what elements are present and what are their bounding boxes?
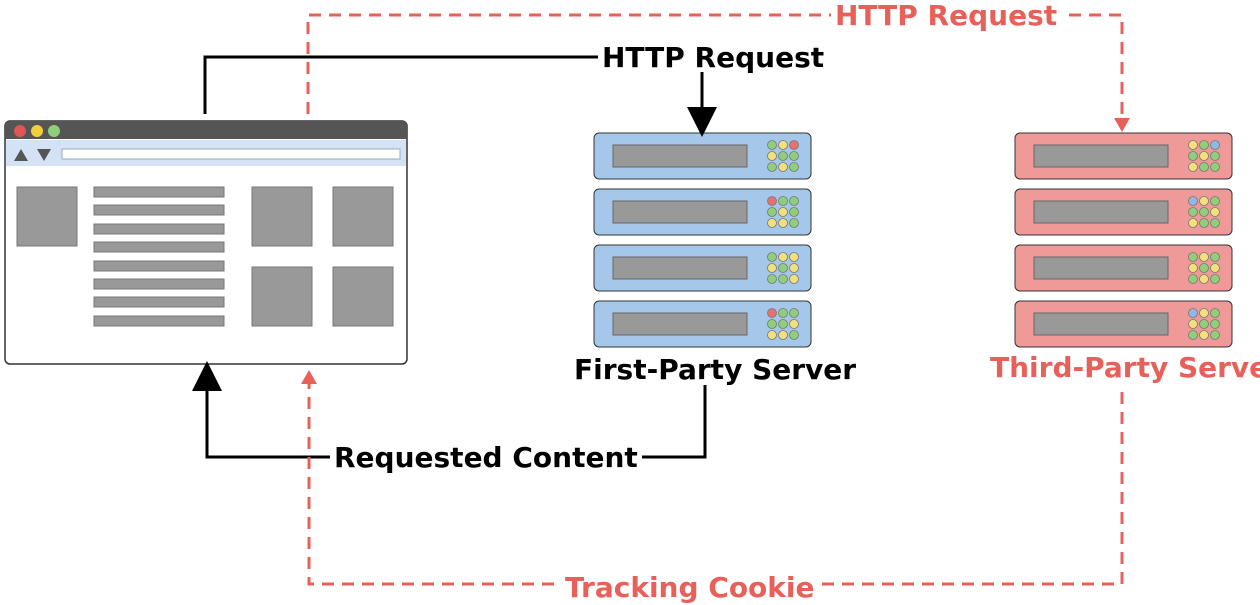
- first-party-server-label: First-Party Server: [572, 353, 859, 386]
- third-party-request-arrowhead: [1114, 118, 1130, 132]
- first-party-request-label: HTTP Request: [598, 44, 829, 72]
- requested-content-label: Requested Content: [330, 444, 642, 472]
- tracking-cookie-arrowhead: [301, 370, 317, 384]
- third-party-request-label: HTTP Request: [831, 2, 1062, 30]
- tracking-cookie-label: Tracking Cookie: [561, 574, 819, 602]
- browser-window-icon: [4, 120, 408, 365]
- tracking-cookie-connector: [307, 382, 1124, 586]
- first-party-request-connector: [203, 55, 717, 137]
- third-party-request-connector: [306, 13, 1124, 124]
- third-party-server-rack-icon: [1014, 132, 1233, 348]
- first-party-server-rack-icon: [593, 132, 812, 348]
- third-party-server-label: Third-Party Server: [988, 354, 1260, 382]
